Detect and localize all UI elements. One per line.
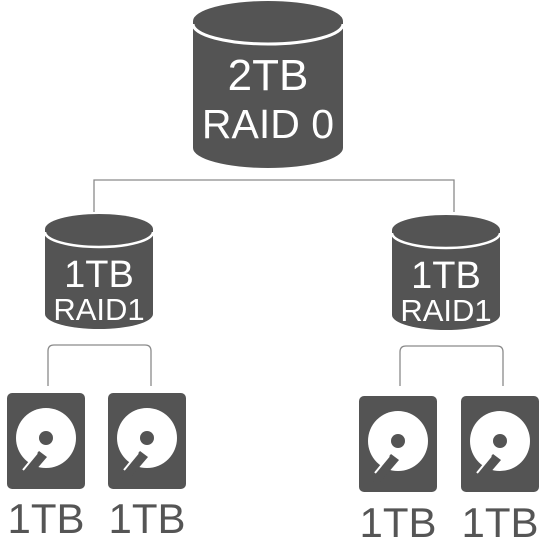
hard-disk-icon (358, 395, 438, 493)
connector-left (47, 344, 152, 386)
disk-right-2-label: 1TB (461, 499, 538, 546)
disk-left-2-label: 1TB (108, 495, 185, 542)
database-cylinder-icon (43, 214, 155, 329)
mirror-left-level: RAID1 (53, 292, 144, 327)
top-volume-capacity: 2TB (228, 51, 309, 100)
disk-right-1: 1TB (358, 395, 438, 546)
mirror-right-level: RAID1 (400, 293, 491, 328)
mirror-right-capacity: 1TB (411, 255, 481, 297)
hard-disk-icon (6, 392, 86, 490)
disk-left-2: 1TB (107, 392, 187, 542)
mirror-volume-right: 1TB RAID1 (390, 215, 502, 330)
hard-disk-icon (107, 392, 187, 490)
top-volume-level: RAID 0 (202, 101, 334, 147)
disk-left-1-label: 1TB (7, 495, 84, 542)
top-volume: 2TB RAID 0 (191, 1, 345, 168)
database-cylinder-icon (390, 215, 502, 330)
mirror-left-capacity: 1TB (64, 254, 134, 296)
hard-disk-icon (460, 395, 540, 493)
connector-top (93, 179, 455, 212)
database-cylinder-icon (191, 1, 345, 168)
disk-left-1: 1TB (6, 392, 86, 542)
disk-group-left: 1TB 1TB (6, 392, 187, 542)
mirror-volume-left: 1TB RAID1 (43, 214, 155, 329)
disk-group-right: 1TB 1TB (358, 395, 540, 546)
disk-right-2: 1TB (460, 395, 540, 546)
connectors (47, 179, 504, 386)
disk-right-1-label: 1TB (359, 499, 436, 546)
connector-right (399, 345, 504, 386)
